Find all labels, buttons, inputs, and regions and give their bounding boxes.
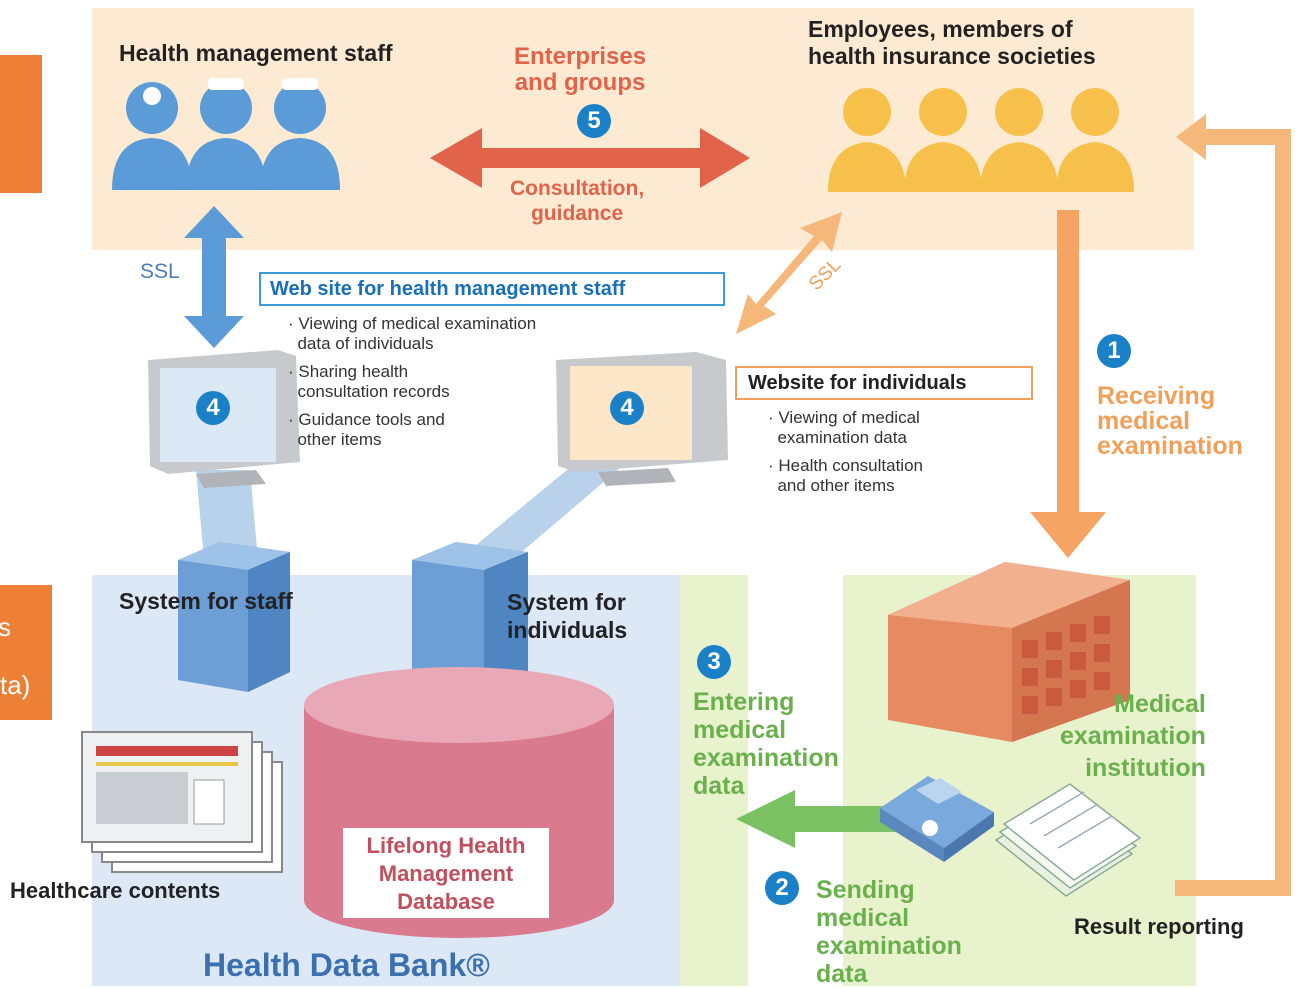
ssl-left-label: SSL [140,260,180,283]
staff-figures [112,82,340,190]
individual-site-title: Website for individuals [735,366,1033,400]
floppy-disk [880,776,994,862]
tab-fragment-s: s [0,612,11,642]
orange-tab-bottom [0,585,52,720]
employees-title: Employees, members of health insurance s… [808,16,1096,69]
staff-server [178,542,290,692]
step-1-badge: 1 [1097,334,1131,368]
enterprises-label: Enterprises and groups [514,43,647,96]
staff-site-title-text: Web site for health management staff [270,278,626,300]
step-2-badge: 2 [765,871,799,905]
individual-bullet-2: · Health consultation and other items [768,456,923,495]
step-4-badge-individual: 4 [610,391,644,425]
healthcare-contents-label: Healthcare contents [10,878,221,903]
staff-site-title: Web site for health management staff [259,272,725,306]
healthcare-pages [81,731,283,873]
staff-title: Health management staff [119,40,393,66]
step-5-badge: 5 [577,104,611,138]
institution-label: Medical examination institution [1060,690,1206,782]
database-label: Lifelong Health Management Database [366,833,526,914]
system-individuals-label: System for individuals [507,589,628,643]
employee-figures [828,88,1134,192]
individual-server [412,542,528,692]
receiving-label: Receiving medical examination [1097,382,1243,460]
staff-bullet-3: · Guidance tools and other items [288,410,445,449]
ssl-staff-arrow [184,206,244,348]
result-reporting-label: Result reporting [1074,914,1244,939]
result-reporting-arrow [1175,129,1291,896]
individual-monitor [556,352,728,486]
receiving-arrow [1030,512,1106,558]
institution-building [888,562,1130,742]
orange-tab-top [0,55,42,193]
consultation-label: Consultation, guidance [510,177,645,225]
individual-bullet-1: · Viewing of medical examination data [768,408,920,447]
staff-bullet-2: · Sharing health consultation records [288,362,450,401]
result-papers [994,783,1142,897]
entering-data-arrow [736,790,795,848]
step-4-badge-staff: 4 [196,391,230,425]
step-3-badge: 3 [697,645,731,679]
staff-bullet-1: · Viewing of medical examination data of… [288,314,537,353]
data-entry-area [680,575,748,986]
system-staff-label: System for staff [119,588,293,614]
health-data-bank-title: Health Data Bank® [203,947,490,983]
ssl-individual-arrow [736,212,842,334]
entering-label: Entering medical examination data [693,688,839,800]
individual-site-title-text: Website for individuals [748,372,967,394]
consultation-arrow [430,128,750,188]
tab-fragment-ta: ta) [0,670,31,700]
sending-label: Sending medical examination data [816,876,962,988]
